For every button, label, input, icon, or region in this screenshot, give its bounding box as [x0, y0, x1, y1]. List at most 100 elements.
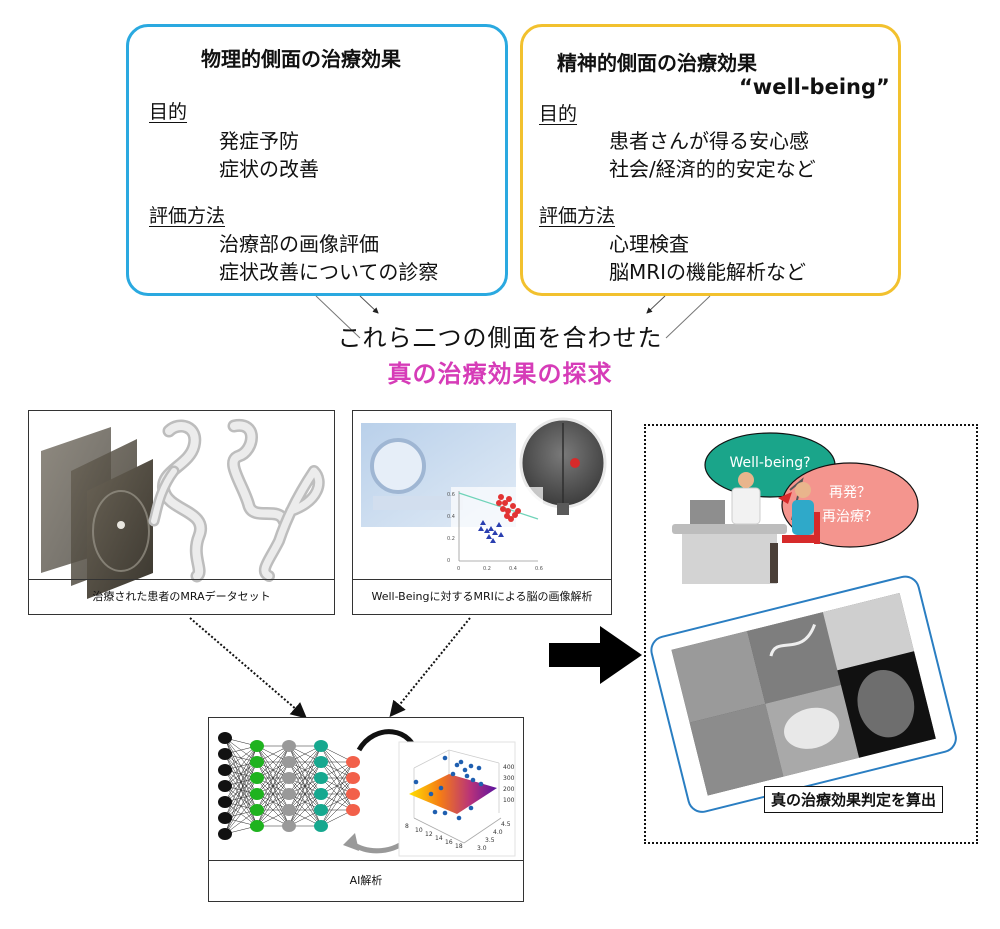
nn-edge	[224, 745, 258, 819]
z-tick-label: 100	[503, 797, 515, 804]
laptop	[690, 500, 725, 524]
x-tick-label: 16	[445, 839, 453, 846]
nn-node	[218, 796, 232, 808]
physical-purpose-item: 発症予防	[219, 129, 299, 153]
scatter-point-red	[510, 503, 516, 509]
nn-node	[282, 756, 296, 768]
scatter-x-tick: 0.4	[509, 566, 517, 572]
z-tick-label: 400	[503, 764, 515, 771]
scatter-point	[470, 777, 476, 783]
nn-node	[314, 820, 328, 832]
scatter-y-tick: 0	[447, 558, 450, 564]
nn-edge	[320, 777, 354, 827]
nn-edge	[224, 809, 258, 835]
desk-top	[672, 524, 787, 534]
scatter-x-tick: 0	[457, 566, 460, 572]
scatter-point-blue	[484, 528, 490, 533]
brain-activation-spot	[570, 458, 580, 468]
patient-legs	[770, 543, 778, 583]
nn-edge	[256, 745, 290, 795]
scatter-point	[450, 771, 456, 777]
z-tick-label: 300	[503, 775, 515, 782]
nn-node	[218, 748, 232, 760]
center-highlight: 真の治療効果の探求	[387, 360, 613, 388]
nn-edge	[288, 745, 322, 779]
scatter-point-red	[515, 508, 521, 514]
mental-box-title: 精神的側面の治療効果	[557, 51, 757, 75]
nn-edge	[256, 793, 290, 827]
scatter-point-blue	[480, 520, 486, 525]
nn-edge	[320, 761, 354, 811]
nn-node	[250, 756, 264, 768]
nn-node	[282, 772, 296, 784]
nn-edge	[224, 745, 258, 771]
screen-tile-molecule	[689, 703, 784, 796]
y-tick-label: 3.0	[477, 845, 487, 852]
patient-body	[792, 500, 814, 535]
mental-effect-box: 精神的側面の治療効果 “well-being” 目的 患者さんが得る安心感 社会…	[520, 24, 901, 296]
scatter-point	[468, 805, 474, 811]
left-inner-arrow	[359, 295, 379, 314]
nn-node	[218, 764, 232, 776]
scatter-point-red	[505, 508, 511, 514]
scatter-point	[458, 759, 464, 765]
scatter-point	[456, 815, 462, 821]
mental-evaluation-item: 心理検査	[609, 232, 689, 256]
x-tick-label: 10	[415, 827, 423, 834]
mri-scanner-bore	[370, 438, 426, 494]
patient-head	[795, 482, 811, 498]
scatter-point-blue	[490, 538, 496, 543]
nn-edge	[288, 793, 322, 827]
center-statement: これら二つの側面を合わせた	[337, 324, 663, 352]
scatter-point-red	[506, 496, 512, 502]
nn-edge	[288, 761, 322, 827]
chair-back	[814, 512, 820, 544]
nn-edge	[224, 793, 258, 835]
scatter-point	[428, 791, 434, 797]
nn-edge	[224, 745, 258, 803]
scatter-point	[478, 781, 484, 787]
physical-evaluation-item: 治療部の画像評価	[219, 232, 379, 256]
scatter-point-red	[496, 500, 502, 506]
physical-purpose-item: 症状の改善	[219, 157, 319, 181]
scatter-point	[462, 767, 468, 773]
scatter-point-blue	[478, 526, 484, 531]
nn-edge	[288, 777, 322, 827]
nn-node	[250, 804, 264, 816]
scatter-y-tick: 0.4	[447, 514, 455, 520]
mental-evaluation-item: 脳MRIの機能解析など	[609, 260, 807, 284]
scatter-point-red	[500, 506, 506, 512]
regression-plane	[409, 774, 497, 814]
nn-node	[250, 820, 264, 832]
mra-dataset-panel: 治療された患者のMRAデータセット	[28, 410, 335, 615]
nn-edge	[256, 761, 290, 827]
scatter-point-blue	[488, 526, 494, 531]
nn-node	[250, 788, 264, 800]
scatter-x-tick: 0.6	[535, 566, 543, 572]
nn-edge	[256, 745, 290, 779]
3d-scatter-points	[413, 755, 484, 821]
doctor-head	[738, 472, 754, 488]
scatter-y-tick: 0.6	[447, 492, 455, 498]
x-tick-label: 12	[425, 831, 433, 838]
nn-node	[282, 788, 296, 800]
tablet-device	[650, 575, 957, 813]
scatter-point	[438, 785, 444, 791]
nn-node	[346, 756, 360, 768]
screen-tile-graph	[822, 593, 915, 671]
nn-node	[314, 804, 328, 816]
chair-seat	[782, 535, 816, 543]
converging-arrows	[315, 295, 711, 339]
mental-box-subtitle: “well-being”	[739, 75, 890, 99]
nn-node	[314, 788, 328, 800]
x-tick-label: 14	[435, 835, 443, 842]
vessel-3d-model	[148, 419, 325, 583]
scatter-point	[442, 755, 448, 761]
y-tick-label: 4.5	[501, 821, 511, 828]
nn-node	[218, 732, 232, 744]
nn-edge	[288, 745, 322, 795]
nn-node	[250, 740, 264, 752]
